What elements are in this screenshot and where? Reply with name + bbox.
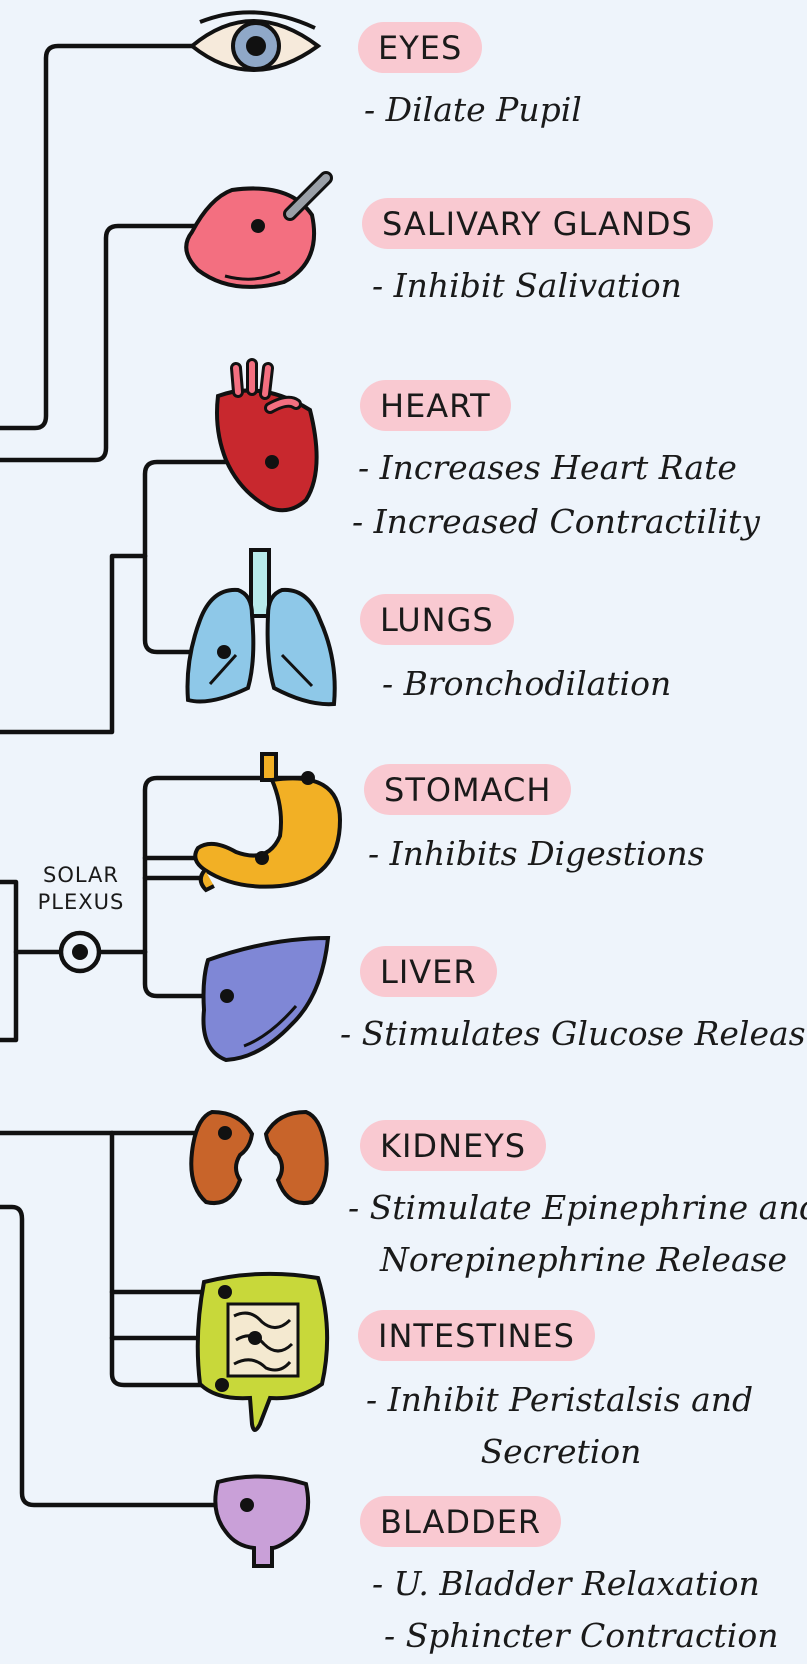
intestines-icon xyxy=(198,1274,327,1430)
plexus-line-2: PLEXUS xyxy=(26,889,136,916)
kidneys-icon xyxy=(191,1112,326,1203)
effect-stomach-1: - Inhibits Digestions xyxy=(368,832,705,876)
effect-salivary-1: - Inhibit Salivation xyxy=(372,264,682,308)
liver-icon xyxy=(203,938,328,1060)
lungs-icon xyxy=(188,550,335,704)
effect-intestines-2: Secretion xyxy=(366,1430,756,1474)
eye-icon xyxy=(192,12,318,70)
solar-plexus-icon xyxy=(61,933,99,971)
organ-label-liver: LIVER xyxy=(360,946,497,997)
effect-lungs-1: - Bronchodilation xyxy=(382,662,671,706)
solar-plexus-label: SOLAR PLEXUS xyxy=(26,862,136,916)
organ-label-eyes: EYES xyxy=(358,22,482,73)
effect-heart-2: - Increased Contractility xyxy=(352,500,760,544)
effect-intestines-1: - Inhibit Peristalsis and xyxy=(366,1378,753,1422)
effect-liver-1: - Stimulates Glucose Release xyxy=(340,1012,807,1056)
effect-heart-1: - Increases Heart Rate xyxy=(358,446,737,490)
effect-eyes-1: - Dilate Pupil xyxy=(364,88,582,132)
organ-label-bladder: BLADDER xyxy=(360,1496,561,1547)
effect-bladder-2: - Sphincter Contraction xyxy=(384,1614,778,1658)
bladder-icon xyxy=(215,1476,308,1566)
heart-icon xyxy=(217,364,317,510)
salivary-gland-icon xyxy=(186,178,326,287)
organ-label-intestines: INTESTINES xyxy=(358,1310,595,1361)
stomach-icon xyxy=(195,754,340,890)
organ-label-lungs: LUNGS xyxy=(360,594,514,645)
organ-label-stomach: STOMACH xyxy=(364,764,571,815)
effect-bladder-1: - U. Bladder Relaxation xyxy=(372,1562,760,1606)
organ-label-salivary-glands: SALIVARY GLANDS xyxy=(362,198,713,249)
organ-label-heart: HEART xyxy=(360,380,511,431)
effect-kidneys-2: Norepinephrine Release xyxy=(380,1238,787,1282)
effect-kidneys-1: - Stimulate Epinephrine and xyxy=(348,1186,807,1230)
plexus-line-1: SOLAR xyxy=(26,862,136,889)
organ-label-kidneys: KIDNEYS xyxy=(360,1120,546,1171)
